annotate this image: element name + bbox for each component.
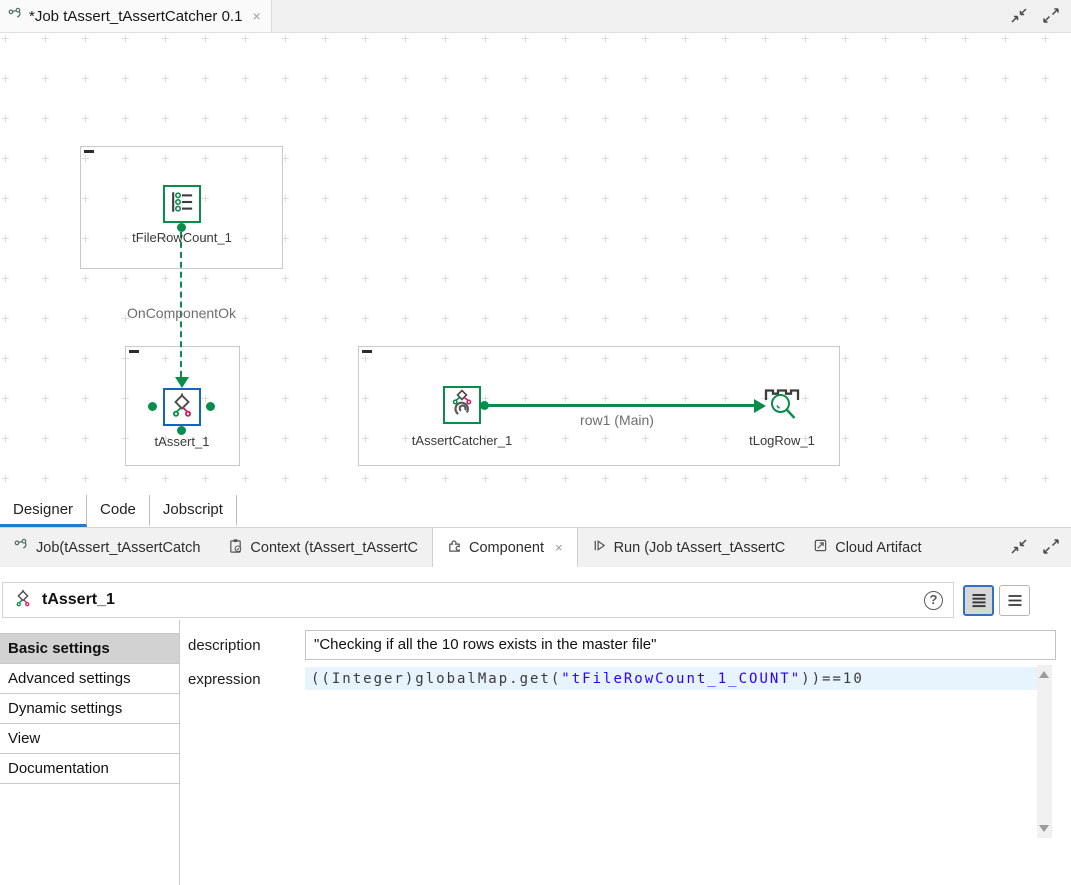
- tab-context-view[interactable]: Context (tAssert_tAssertC: [214, 528, 432, 567]
- tab-label: Job(tAssert_tAssertCatch: [36, 539, 201, 556]
- component-title: tAssert_1: [42, 591, 115, 608]
- assert-catcher-icon: [448, 388, 476, 422]
- arrowhead-down-icon: [175, 377, 189, 388]
- bottom-view-tab-bar: Job(tAssert_tAssertCatch Context (tAsser…: [0, 528, 1071, 567]
- tab-job-view[interactable]: Job(tAssert_tAssertCatch: [0, 528, 214, 567]
- description-label: description: [188, 637, 261, 654]
- tab-label: Run (Job tAssert_tAssertC: [613, 539, 786, 556]
- expression-editor[interactable]: ((Integer)globalMap.get("tFileRowCount_1…: [305, 665, 1037, 841]
- anchor-dot-left: [148, 402, 157, 411]
- minimize-icon[interactable]: [1009, 538, 1029, 560]
- settings-nav: Basic settings Advanced settings Dynamic…: [0, 633, 179, 784]
- log-row-icon: [762, 389, 802, 430]
- assert-icon: [13, 588, 33, 613]
- job-design-canvas[interactable]: OnComponentOk tFileRowCount_1 tAssert_1 …: [0, 33, 1071, 495]
- component-label: tAssert_1: [154, 434, 210, 449]
- component-header: tAssert_1 ?: [2, 582, 954, 618]
- nav-basic-settings[interactable]: Basic settings: [0, 634, 179, 664]
- description-input[interactable]: "Checking if all the 10 rows exists in t…: [305, 630, 1056, 660]
- file-row-count-icon: [167, 187, 197, 222]
- scroll-down-icon[interactable]: [1039, 825, 1049, 832]
- component-tfilerowcount[interactable]: [163, 185, 201, 223]
- run-icon: [592, 538, 607, 557]
- component-icon: [447, 538, 462, 557]
- maximize-icon[interactable]: [1041, 538, 1061, 560]
- expression-scrollbar[interactable]: [1037, 665, 1052, 838]
- context-icon: [228, 538, 243, 558]
- tab-jobscript[interactable]: Jobscript: [150, 495, 237, 527]
- connection-label-row1[interactable]: row1 (Main): [580, 412, 654, 428]
- anchor-dot-right: [206, 402, 215, 411]
- expression-code: ))==10: [801, 670, 864, 687]
- job-icon: [14, 538, 29, 557]
- component-label: tFileRowCount_1: [132, 230, 232, 245]
- help-icon[interactable]: ?: [924, 590, 943, 610]
- tab-cloud-artifact-view[interactable]: Cloud Artifact: [799, 528, 935, 567]
- tab-label: Context (tAssert_tAssertC: [250, 539, 419, 556]
- expression-current-line: ((Integer)globalMap.get("tFileRowCount_1…: [305, 667, 1037, 690]
- expression-string-literal: "tFileRowCount_1_COUNT": [561, 670, 802, 687]
- close-icon[interactable]: ×: [252, 8, 261, 24]
- connection-start-dot: [480, 401, 489, 410]
- subjob-collapse-handle[interactable]: [129, 350, 139, 353]
- expression-code: ((Integer)globalMap.get(: [311, 670, 562, 687]
- expression-label: expression: [188, 671, 261, 688]
- subjob-collapse-handle[interactable]: [84, 150, 94, 153]
- tab-code[interactable]: Code: [87, 495, 150, 527]
- tab-run-view[interactable]: Run (Job tAssert_tAssertC: [578, 528, 800, 567]
- subjob-rect-assertcatcher: [358, 346, 840, 466]
- connection-oncomponentok[interactable]: [180, 232, 182, 377]
- minimize-icon[interactable]: [1009, 7, 1029, 24]
- connection-row1[interactable]: [487, 404, 756, 407]
- tab-label: Component: [469, 539, 544, 556]
- component-tassertcatcher[interactable]: [443, 386, 481, 424]
- nav-documentation[interactable]: Documentation: [0, 754, 179, 784]
- connection-start-dot: [177, 223, 186, 232]
- nav-advanced-settings[interactable]: Advanced settings: [0, 664, 179, 694]
- editor-tab-bar: *Job tAssert_tAssertCatcher 0.1 ×: [0, 0, 1071, 33]
- tab-label: Cloud Artifact: [835, 539, 922, 556]
- canvas-view-tabs: Designer Code Jobscript: [0, 495, 1071, 528]
- tab-designer[interactable]: Designer: [0, 495, 88, 527]
- subjob-collapse-handle[interactable]: [362, 350, 372, 353]
- component-label: tAssertCatcher_1: [411, 433, 513, 448]
- connection-label-oncomponentok[interactable]: OnComponentOk: [127, 305, 236, 321]
- arrowhead-right-icon: [754, 399, 766, 413]
- close-icon[interactable]: ×: [554, 540, 563, 555]
- list-view-toggle-button[interactable]: [999, 585, 1030, 616]
- editor-tab-job[interactable]: *Job tAssert_tAssertCatcher 0.1 ×: [0, 0, 272, 32]
- assert-icon: [168, 391, 196, 424]
- nav-view[interactable]: View: [0, 724, 179, 754]
- component-tassert[interactable]: [163, 388, 201, 426]
- scroll-up-icon[interactable]: [1039, 671, 1049, 678]
- settings-divider: [179, 620, 180, 885]
- nav-dynamic-settings[interactable]: Dynamic settings: [0, 694, 179, 724]
- tab-component-view[interactable]: Component ×: [432, 528, 578, 567]
- cloud-artifact-icon: [813, 538, 828, 557]
- subjob-rect-assert: [125, 346, 240, 466]
- anchor-dot-bottom: [177, 426, 186, 435]
- maximize-icon[interactable]: [1041, 7, 1061, 24]
- component-label: tLogRow_1: [749, 433, 815, 448]
- component-tlogrow[interactable]: [762, 384, 802, 426]
- job-icon: [8, 7, 23, 26]
- editor-tab-title: *Job tAssert_tAssertCatcher 0.1: [29, 7, 243, 25]
- dense-view-toggle-button[interactable]: [963, 585, 994, 616]
